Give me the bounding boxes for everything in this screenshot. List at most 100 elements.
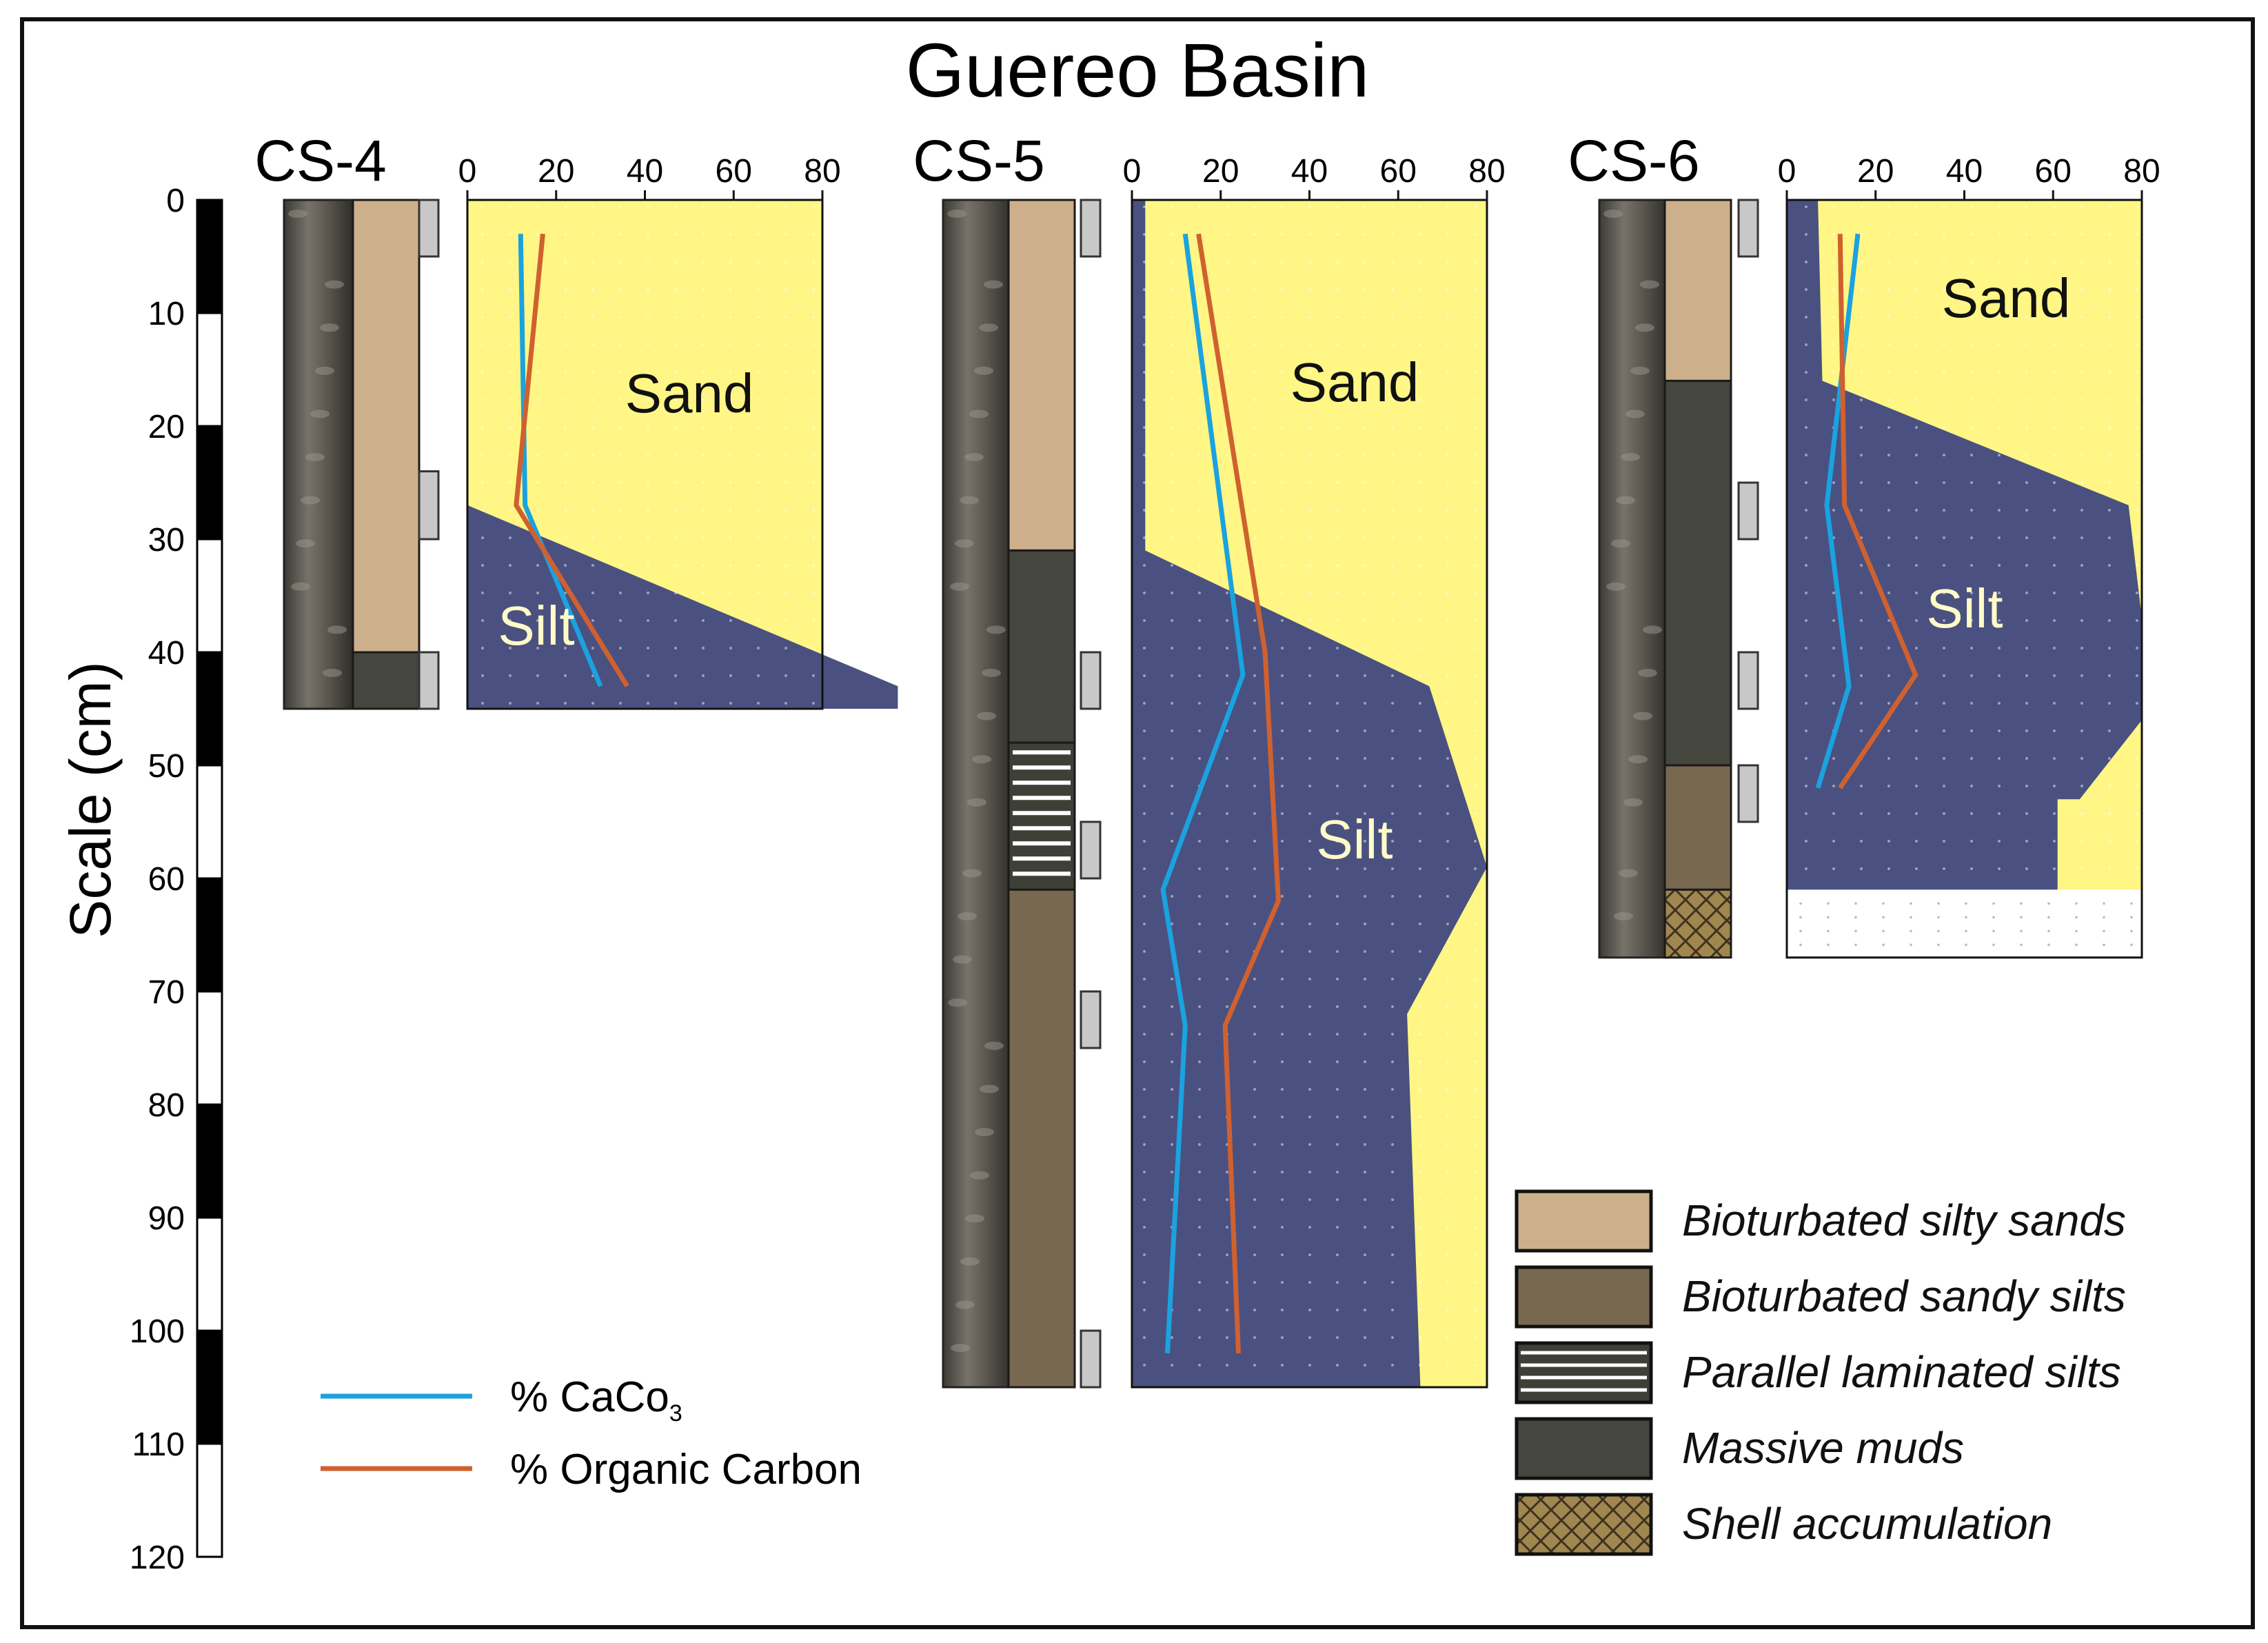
core-photo (1598, 199, 1670, 959)
legend-swatch-sandy_silts (1515, 1265, 1653, 1329)
core-photo-speckle (965, 1214, 984, 1223)
x-tick-label: 40 (1291, 153, 1328, 190)
series-line-organic (1196, 233, 1281, 1353)
core-photo-speckle (967, 798, 986, 807)
no-data-dot (1992, 929, 1995, 933)
no-data-dot (1992, 916, 1995, 919)
scale-tick-label: 120 (130, 1540, 185, 1576)
figure-title: Guereo Basin (906, 28, 1370, 113)
no-data-dot (1965, 902, 1967, 905)
no-data-dot (1910, 929, 1912, 933)
scale-tick-label: 110 (132, 1427, 185, 1463)
core-photo-speckle (288, 210, 307, 218)
no-data-dot (1882, 916, 1885, 919)
core-photo-speckle (301, 496, 320, 505)
x-tick-label: 0 (458, 153, 477, 190)
scale-segment (196, 764, 223, 880)
core-photo-speckle (960, 1257, 980, 1266)
scale-segment (196, 1442, 223, 1558)
core-photo-speckle (960, 496, 979, 505)
no-data-dot (1992, 943, 1995, 947)
core-photo-speckle (1628, 755, 1648, 764)
grain-texture (1132, 200, 1487, 1387)
no-data-dot (2103, 916, 2105, 919)
no-data-dot (1937, 929, 1940, 933)
core-photo-speckle (315, 366, 334, 375)
core-photo-speckle (986, 625, 1006, 634)
sample-marker (1737, 481, 1759, 541)
no-data-dot (1827, 929, 1830, 933)
lithology-layer-massive_muds (1663, 379, 1732, 767)
no-data-dot (1965, 916, 1967, 919)
core-photo-speckle (325, 280, 344, 289)
scale-segment (196, 990, 223, 1106)
legend-label-laminated: Parallel laminated silts (1682, 1347, 2121, 1397)
core-photo-speckle (958, 912, 977, 920)
legend-label-text: % CaCo (510, 1373, 669, 1421)
x-tick-label: 80 (804, 153, 840, 190)
scale-tick-label: 100 (130, 1313, 185, 1350)
no-data-dot (2020, 916, 2023, 919)
core-photo-speckle (1635, 323, 1654, 332)
x-tick-label: 40 (627, 153, 663, 190)
scale-segment (196, 199, 223, 314)
no-data-dot (1882, 902, 1885, 905)
core-photo-speckle (1603, 210, 1623, 218)
scale-segment (196, 538, 223, 654)
no-data-dot (1854, 943, 1857, 947)
scale-tick-label: 90 (148, 1200, 185, 1237)
scale-segment (196, 1216, 223, 1332)
core-photo-speckle (1621, 453, 1640, 461)
scale-tick-label: 30 (148, 522, 185, 558)
core-photo-speckle (982, 669, 1001, 677)
no-data-dot (1882, 929, 1885, 933)
core-photo-speckle (296, 539, 315, 548)
no-data-dot (1965, 929, 1967, 933)
no-data-dot (1827, 916, 1830, 919)
no-data-dot (2130, 916, 2133, 919)
sample-marker (418, 199, 440, 258)
core-photo-speckle (1611, 539, 1630, 548)
core-photo-speckle (1616, 496, 1635, 505)
sand-label: Sand (1290, 352, 1419, 413)
no-data-dot (2047, 943, 2050, 947)
scale-tick-label: 0 (166, 183, 185, 219)
sample-marker (1080, 990, 1102, 1049)
core-photo-speckle (980, 1085, 999, 1093)
lithology-layer-massive_muds (1007, 549, 1076, 744)
no-data-dot (2020, 943, 2023, 947)
x-tick-label: 60 (2035, 153, 2072, 190)
sample-marker (418, 651, 440, 710)
no-data-dot (2130, 929, 2133, 933)
no-data-dot (2075, 916, 2078, 919)
core-photo-speckle (984, 1041, 1004, 1050)
x-tick-label: 80 (1468, 153, 1505, 190)
core-photo-speckle (977, 712, 996, 720)
scale-segment (196, 425, 223, 541)
core-photo-speckle (951, 1344, 970, 1352)
no-data-dot (1910, 902, 1912, 905)
legend-label-caco3: % CaCo3 (510, 1373, 682, 1427)
scale-tick-label: 40 (148, 635, 185, 672)
no-data-dot (2075, 929, 2078, 933)
no-data-dot (1937, 943, 1940, 947)
core-photo-speckle (1633, 712, 1652, 720)
core-photo-speckle (955, 539, 974, 548)
legend-swatch-silty_sands (1515, 1189, 1653, 1253)
scale-axis-label: Scale (cm) (58, 661, 123, 938)
sample-marker (1080, 199, 1102, 258)
core-photo-speckle (1619, 869, 1638, 878)
x-tick-label: 80 (2123, 153, 2160, 190)
no-data-dot (1910, 943, 1912, 947)
core-photo-speckle (327, 625, 347, 634)
no-data-dot (1799, 943, 1802, 947)
series-line-caco3 (1160, 233, 1246, 1353)
x-tick-label: 40 (1946, 153, 1983, 190)
sample-marker (1080, 651, 1102, 710)
series-line-organic (1837, 234, 1918, 789)
core-photo-speckle (979, 323, 998, 332)
